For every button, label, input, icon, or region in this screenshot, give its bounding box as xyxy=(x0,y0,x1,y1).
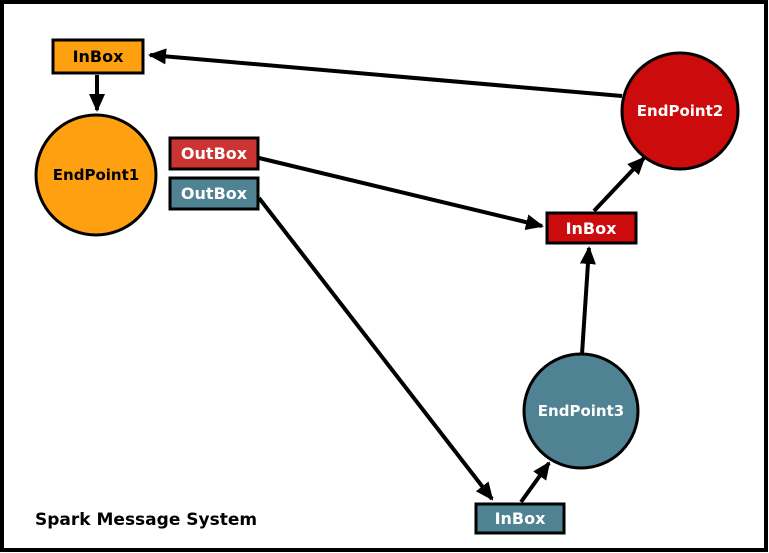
endpoint1-label: EndPoint1 xyxy=(53,166,139,184)
outbox-teal-label: OutBox xyxy=(181,184,248,203)
inbox-orange-box xyxy=(51,38,145,75)
inbox-teal-box xyxy=(474,502,566,535)
endpoint1-node xyxy=(34,113,158,237)
endpoint3-label: EndPoint3 xyxy=(538,402,624,420)
endpoint2-label: EndPoint2 xyxy=(637,102,723,120)
outbox-red-label: OutBox xyxy=(181,144,248,163)
arrow-outbox-red-to-inbox-red xyxy=(258,156,544,231)
endpoint2-node xyxy=(620,51,740,171)
endpoint3-node xyxy=(522,352,640,470)
arrow-endpoint2-to-inbox-orange xyxy=(148,48,623,98)
arrow-inbox-teal-to-endpoint3 xyxy=(519,461,551,504)
outbox-red-box xyxy=(168,136,260,171)
arrow-endpoint3-to-inbox-red xyxy=(579,246,596,355)
outbox-teal-box xyxy=(168,176,260,211)
diagram-title: Spark Message System xyxy=(35,510,257,530)
arrow-inbox-red-to-endpoint2 xyxy=(592,156,646,213)
arrow-outbox-teal-to-inbox-teal xyxy=(257,196,494,501)
inbox-red-label: InBox xyxy=(566,219,618,238)
inbox-teal-label: InBox xyxy=(495,509,547,528)
inbox-red-box xyxy=(545,211,638,245)
inbox-orange-label: InBox xyxy=(73,47,125,66)
